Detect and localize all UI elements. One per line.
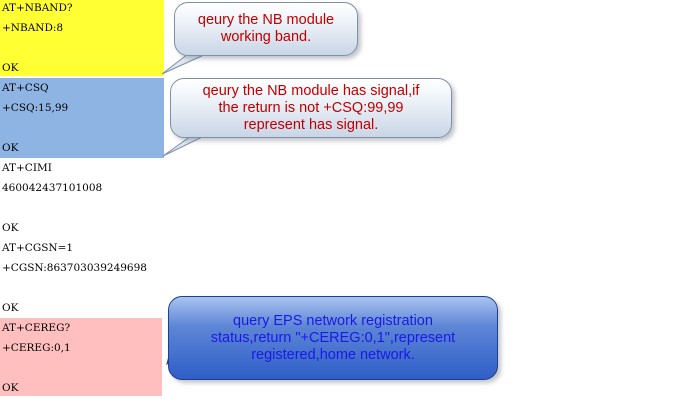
terminal-line: OK [2, 302, 19, 314]
callout-nband: qeury the NB module working band. [174, 2, 358, 56]
terminal-line: AT+CSQ [2, 82, 49, 94]
highlight-csq [0, 78, 164, 158]
terminal-line: +NBAND:8 [2, 22, 64, 34]
terminal-line: OK [2, 382, 19, 394]
terminal-line: 460042437101008 [2, 182, 103, 194]
terminal-line: +CGSN:863703039249698 [2, 262, 147, 274]
callout-csq: qeury the NB module has signal,if the re… [170, 78, 452, 138]
callout-cereg-text: query EPS network registration status,re… [210, 312, 456, 363]
callout-cereg: query EPS network registration status,re… [168, 296, 498, 380]
callout-nband-text: qeury the NB module working band. [197, 12, 335, 45]
terminal-line: AT+CGSN=1 [2, 242, 74, 254]
terminal-line: OK [2, 142, 19, 154]
terminal-line: +CEREG:0,1 [2, 342, 71, 354]
terminal-line: +CSQ:15,99 [2, 102, 69, 114]
terminal-line: AT+NBAND? [2, 2, 73, 14]
callout-csq-text: qeury the NB module has signal,if the re… [202, 82, 420, 133]
terminal-line: AT+CIMI [2, 162, 52, 174]
highlight-nband [0, 0, 164, 76]
highlight-cereg [0, 318, 162, 396]
terminal-line: AT+CEREG? [2, 322, 71, 334]
terminal-line: OK [2, 62, 19, 74]
terminal-line: OK [2, 222, 19, 234]
